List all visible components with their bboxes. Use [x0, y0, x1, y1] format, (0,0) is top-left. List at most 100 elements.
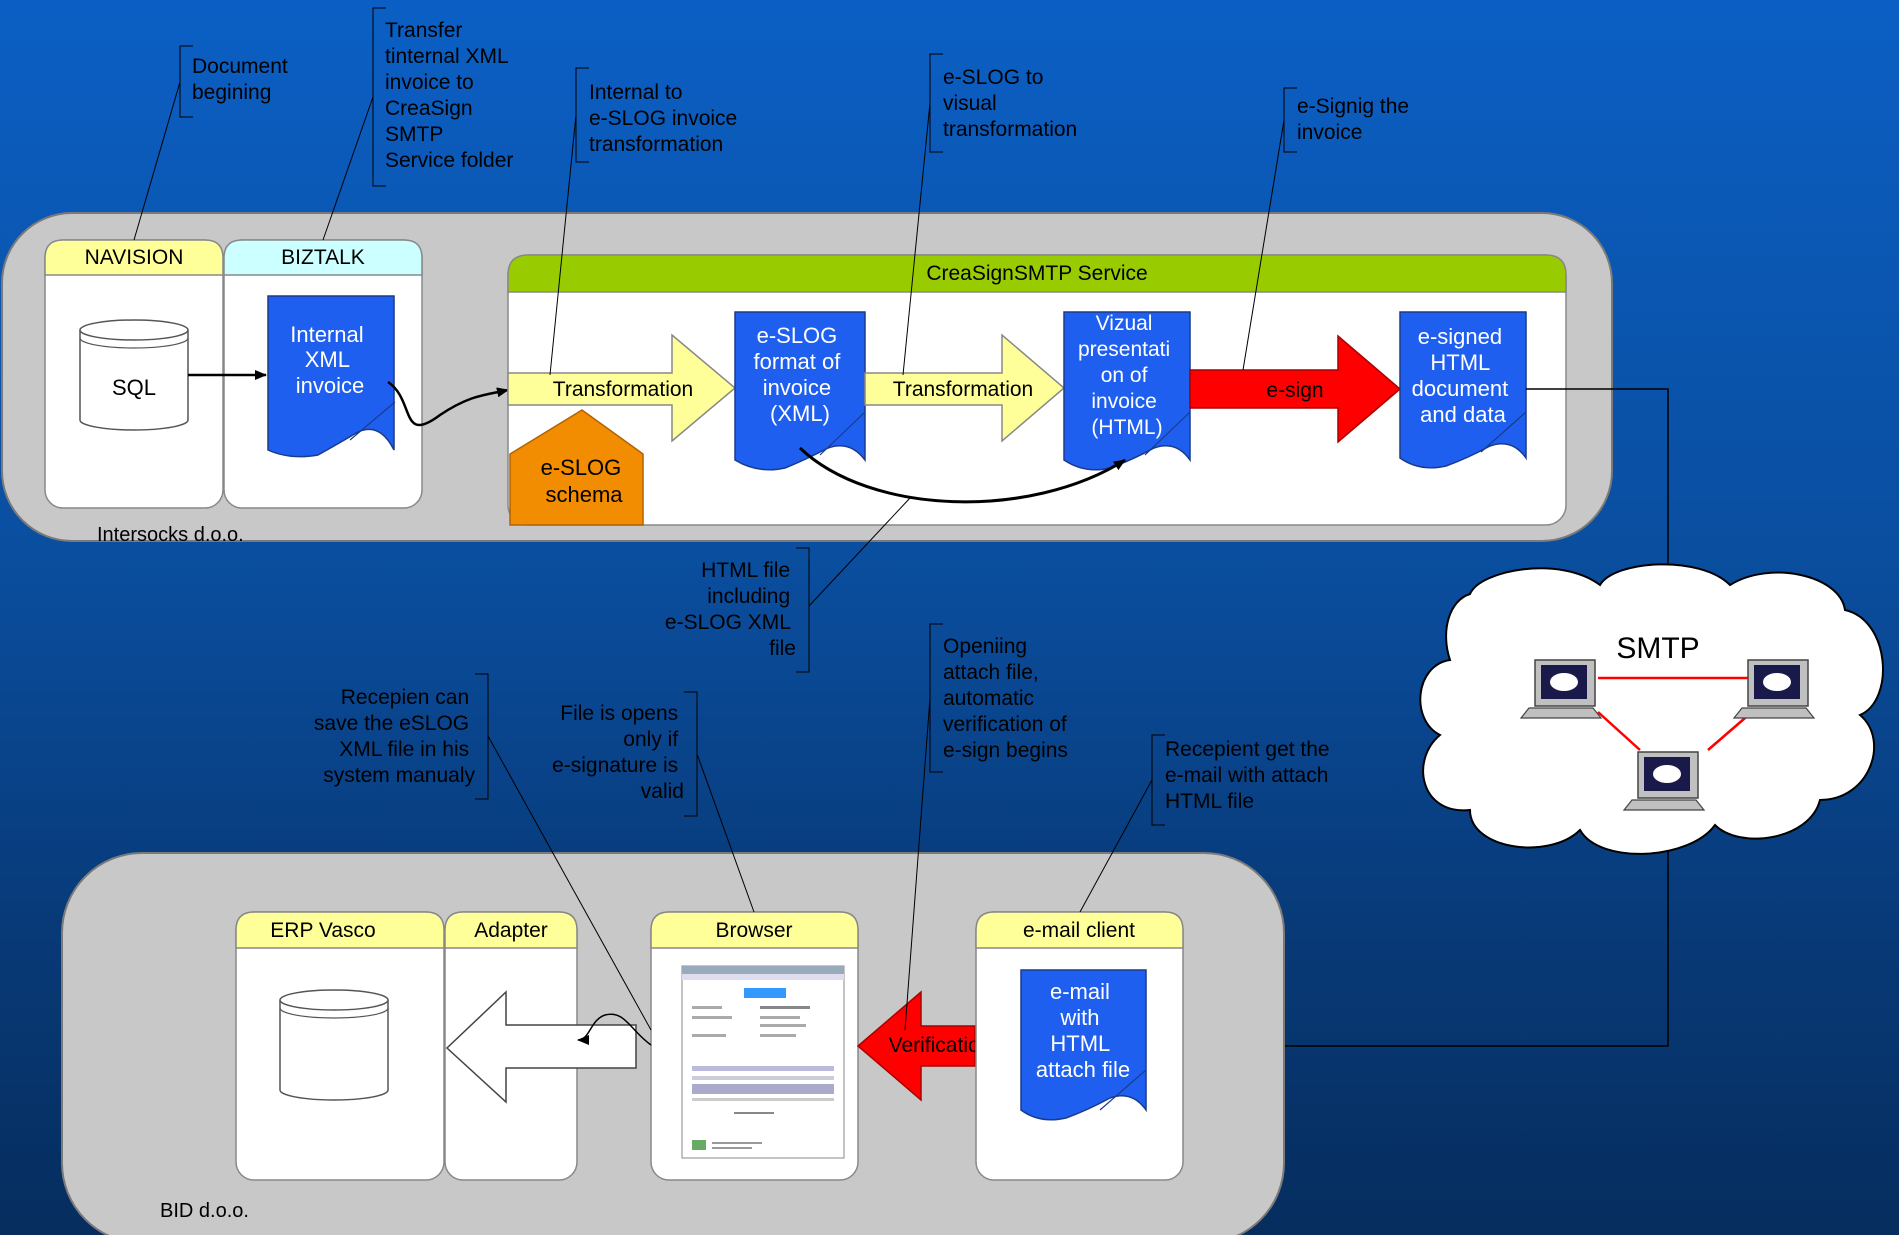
lane-header-email — [975, 911, 1184, 949]
callout-leader — [133, 81, 181, 241]
lane-title-browser: Browser — [715, 919, 792, 942]
arrow-esign — [1189, 334, 1402, 444]
callout-eslog-to-visual: visual — [943, 92, 997, 115]
smtp-label: SMTP — [1616, 632, 1699, 665]
callout-leader — [902, 102, 931, 376]
callout-leader — [696, 753, 755, 913]
svg-text:HTML file including e-: HTML file including e-SLOG XML file — [665, 559, 796, 660]
doc-email-line: attach file — [1036, 1057, 1130, 1082]
callout-transfer: Transfer — [385, 19, 462, 42]
callout-opening: e-sign begins — [943, 739, 1068, 762]
svg-text:e-SLOG schema: e-SLOG schema — [541, 455, 628, 507]
svg-text:e-SLOG format of invoi: e-SLOG format of invoice (XML) — [754, 323, 847, 426]
doc-internal-xml-line: Internal — [290, 322, 363, 347]
callout-opening: attach file, — [943, 661, 1039, 684]
schema-eslog — [509, 409, 644, 526]
connector-browser-to-erp — [577, 1013, 652, 1046]
org-label-intersocks: Intersocks d.o.o. — [97, 524, 244, 546]
doc-esigned-line: document — [1412, 376, 1509, 401]
arrow-verification — [856, 990, 976, 1102]
callout-bracket — [575, 67, 589, 163]
arrow-label-transformation-1: Transformation — [553, 378, 693, 401]
arrow-label-esign: e-sign — [1266, 379, 1323, 402]
arrow-label-transformation-2: Transformation — [893, 378, 1033, 401]
callout-bracket — [929, 53, 943, 153]
doc-vizual-line: presentati — [1078, 338, 1170, 361]
svg-text:e-SLOG to visual trans: e-SLOG to visual transformation — [943, 66, 1077, 141]
doc-vizual-line: Vizual — [1096, 312, 1153, 335]
callout-bracket — [179, 45, 193, 118]
svg-text:Document begining: Document begining — [192, 55, 294, 104]
doc-eslog-format-line: format of — [754, 349, 842, 374]
callout-file-opens: valid — [641, 780, 684, 803]
callout-transfer: Service folder — [385, 149, 513, 172]
callout-bracket — [1151, 734, 1165, 826]
lane-header-creasign — [507, 254, 1567, 293]
callout-leader — [808, 497, 911, 607]
callout-leader — [487, 735, 652, 1031]
lane-title-navision: NAVISION — [85, 246, 184, 269]
callout-opening: Openiing — [943, 635, 1027, 658]
svg-text:Recepient get the e-mail w: Recepient get the e-mail with attach HTM… — [1165, 738, 1335, 813]
computer-icon — [1732, 659, 1816, 719]
network-link — [1597, 711, 1641, 751]
smtp-cloud — [1419, 563, 1884, 855]
callout-file-opens: File is opens — [560, 702, 678, 725]
lane-header-navision — [44, 239, 224, 276]
doc-internal-xml-line: invoice — [296, 373, 364, 398]
lane-title-creasign: CreaSignSMTP Service — [926, 262, 1147, 285]
callout-leader — [322, 96, 374, 241]
callout-esigning: e-Signig the — [1297, 95, 1409, 118]
callout-file-opens: only if — [623, 728, 678, 751]
connector-esigned-to-smtp — [1526, 388, 1673, 605]
schema-eslog-line: schema — [545, 482, 623, 507]
callout-html-file: including — [707, 585, 790, 608]
svg-text:Internal to e-SLOG invoic: Internal to e-SLOG invoice transformatio… — [589, 81, 743, 156]
callout-bracket — [684, 691, 698, 817]
callout-esigning: invoice — [1297, 121, 1362, 144]
doc-esigned-line: and data — [1420, 402, 1506, 427]
svg-text:File is opens only if: File is opens only if e-signature is val… — [552, 702, 684, 803]
doc-email-line: HTML — [1050, 1031, 1110, 1056]
svg-text:Recepien can save the eSLO: Recepien can save the eSLOG XML file in … — [314, 686, 476, 787]
svg-text:Internal XML invoice: Internal XML invoice — [290, 322, 370, 398]
callout-bracket — [475, 673, 489, 800]
svg-text:e-signed HTML document: e-signed HTML document and data — [1412, 324, 1515, 427]
doc-email-line: with — [1059, 1005, 1099, 1030]
connector-eslog-to-vizual — [798, 446, 1126, 504]
callout-document-begining: Document — [192, 55, 288, 78]
svg-text:e-mail with HTML a: e-mail with HTML attach file — [1036, 979, 1130, 1082]
doc-internal-xml — [267, 295, 395, 458]
doc-vizual-line: invoice — [1091, 390, 1156, 413]
doc-eslog-format-line: (XML) — [770, 401, 830, 426]
callout-transfer: invoice to — [385, 71, 474, 94]
callout-recepien-save: save the eSLOG — [314, 712, 469, 735]
svg-text:Openiing attach file,: Openiing attach file, automatic verifica… — [943, 635, 1073, 762]
doc-email-line: e-mail — [1050, 979, 1110, 1004]
callout-leader — [549, 114, 577, 376]
lane-title-email: e-mail client — [1023, 919, 1135, 942]
callout-transfer: tinternal XML — [385, 45, 508, 68]
callout-recepient-get: HTML file — [1165, 790, 1254, 813]
computer-icon — [1622, 751, 1706, 811]
callout-leader — [1242, 119, 1285, 371]
callout-file-opens: e-signature is — [552, 754, 678, 777]
callout-eslog-to-visual: e-SLOG to — [943, 66, 1043, 89]
hollow-arrow-icon — [445, 990, 637, 1104]
lane-title-erp: ERP Vasco — [270, 919, 375, 942]
arrow-label-verification: Verification — [889, 1034, 992, 1057]
callout-document-begining: begining — [192, 81, 271, 104]
lane-header-browser — [650, 911, 859, 949]
arrow-transformation-1 — [507, 333, 737, 443]
callout-internal-to-eslog: e-SLOG invoice — [589, 107, 737, 130]
callout-recepien-save: Recepien can — [341, 686, 469, 709]
doc-esigned-line: HTML — [1430, 350, 1490, 375]
callout-opening: verification of — [943, 713, 1067, 736]
callout-html-file: file — [769, 637, 796, 660]
doc-eslog-format-line: invoice — [763, 375, 831, 400]
callout-recepient-get: e-mail with attach — [1165, 764, 1328, 787]
database-label-sql: SQL — [112, 375, 156, 400]
doc-email-with-attachment — [1020, 969, 1147, 1121]
